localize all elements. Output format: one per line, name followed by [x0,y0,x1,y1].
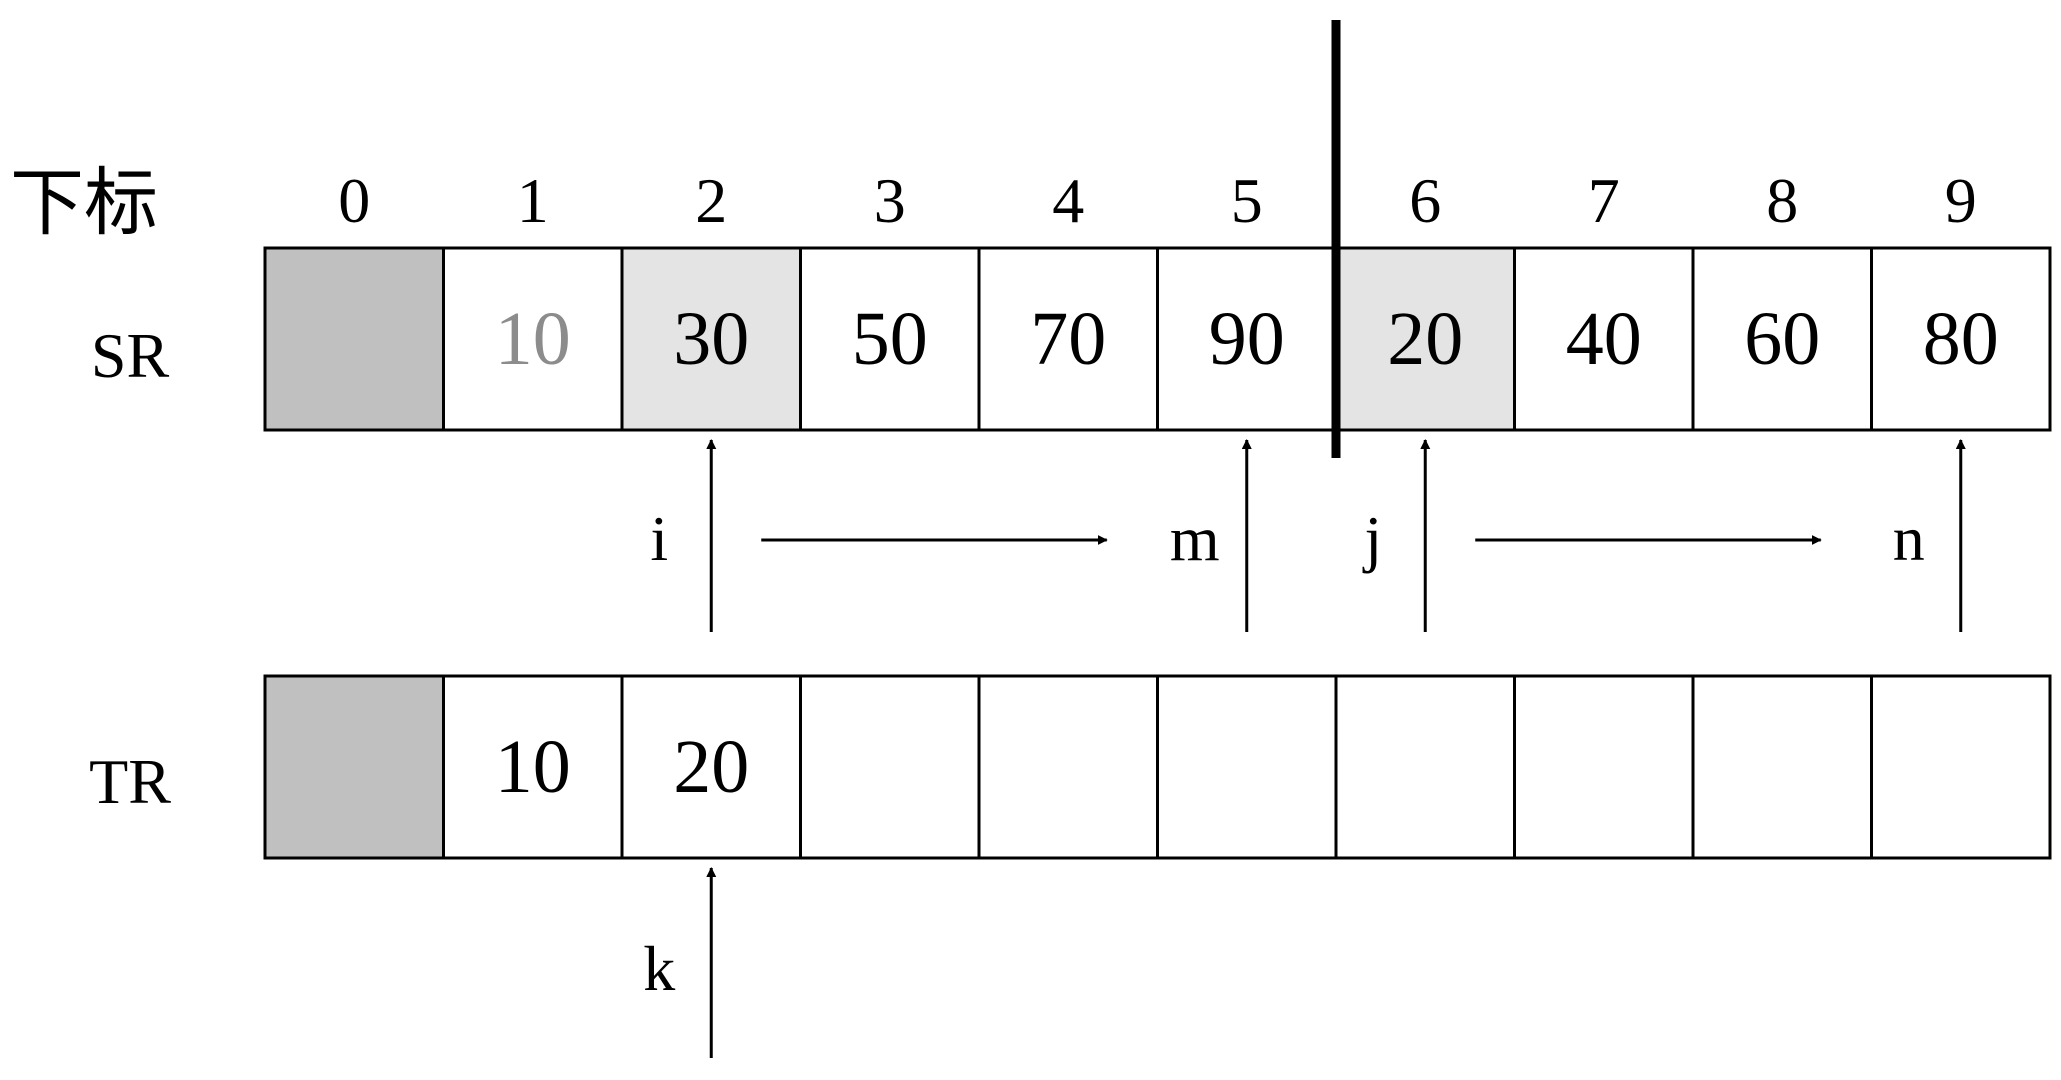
sr-cell-value: 10 [495,297,571,381]
sr-cell [263,246,445,432]
sr-cell-value: 30 [673,297,749,381]
pointer-arrows: i m j n k [643,439,1966,1058]
sr-cell [1513,246,1695,432]
tr-row-label: TR [89,746,171,817]
sr-row-label: SR [91,320,170,391]
tr-cell [977,674,1159,860]
tr-cell [1691,674,1873,860]
sr-array: 10 30 50 70 90 20 40 60 80 [263,246,2052,432]
sr-cell [799,246,981,432]
tr-cell [1870,674,2052,860]
sr-cell-value: 50 [852,297,928,381]
tr-cell [1513,674,1695,860]
tr-cell [263,674,445,860]
index-number: 6 [1409,165,1441,236]
pointer-label-i: i [650,503,668,574]
tr-cell [1156,674,1338,860]
index-number: 8 [1766,165,1798,236]
sr-cell [1691,246,1873,432]
sr-cell [620,246,802,432]
index-number: 0 [338,165,370,236]
index-numbers: 0 1 2 3 4 5 6 7 8 9 [338,165,1977,236]
tr-array: 10 20 [263,674,2052,860]
tr-cell-value: 10 [495,725,571,809]
sr-cell [1156,246,1338,432]
index-row-label: 下标 [10,163,158,245]
pointer-label-m: m [1170,503,1220,574]
index-number: 2 [695,165,727,236]
sr-cell-value: 20 [1387,297,1463,381]
sr-cell-value: 80 [1923,297,1999,381]
sr-cell-value: 70 [1030,297,1106,381]
index-number: 1 [517,165,549,236]
sr-cell-value: 60 [1744,297,1820,381]
tr-cell-value: 20 [673,725,749,809]
tr-cell [1334,674,1516,860]
index-number: 4 [1052,165,1084,236]
sr-cell-value: 90 [1209,297,1285,381]
pointer-label-j: j [1362,503,1382,574]
sr-cell [442,246,624,432]
index-number: 9 [1945,165,1977,236]
pointer-label-k: k [643,933,675,1004]
index-number: 3 [874,165,906,236]
sr-cell-value: 40 [1566,297,1642,381]
pointer-label-n: n [1893,503,1925,574]
index-number: 5 [1231,165,1263,236]
sr-cell [1870,246,2052,432]
tr-cell [799,674,981,860]
index-number: 7 [1588,165,1620,236]
tr-cell [442,674,624,860]
